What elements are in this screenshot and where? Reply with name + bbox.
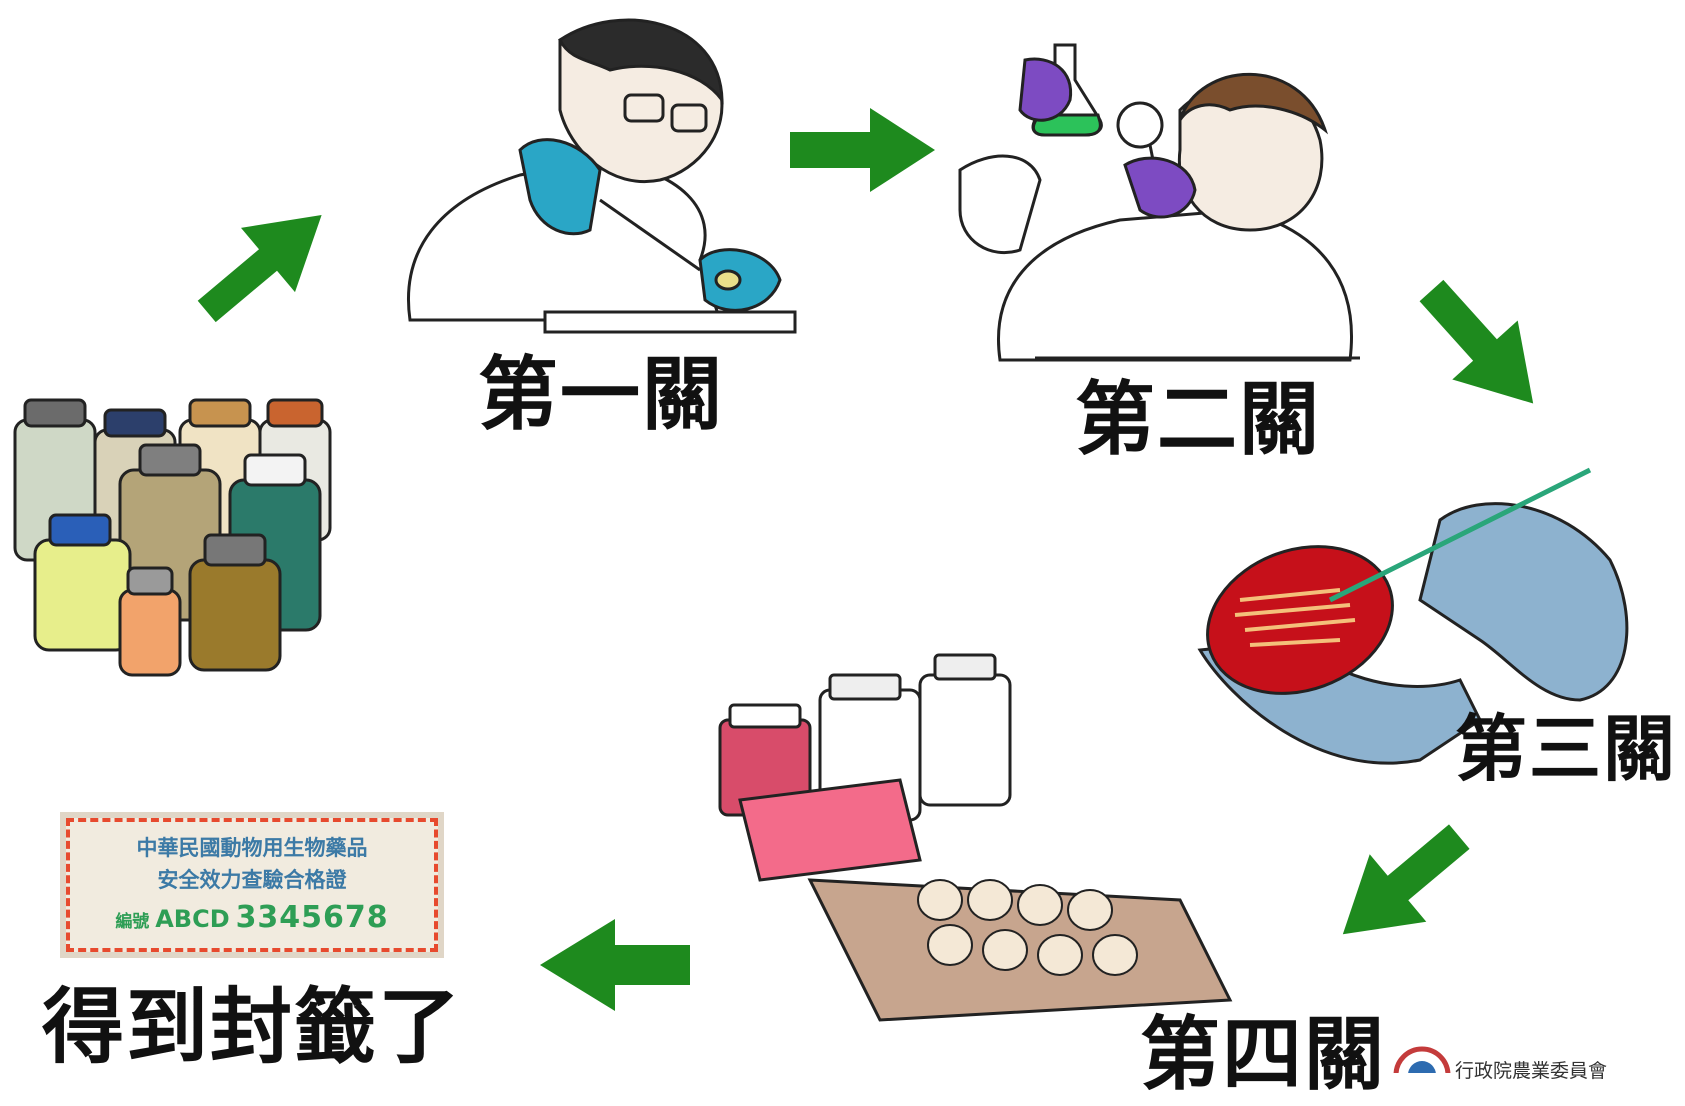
stage4-culture-illustration [718, 653, 1233, 1022]
certificate-seal: 中華民國動物用生物藥品 安全效力查驗合格證 編號 ABCD 3345678 [60, 812, 444, 958]
seal-title-line2: 安全效力查驗合格證 [157, 868, 347, 892]
inspection-flow-diagram [13, 18, 1629, 1073]
seal-serial-row: 編號 ABCD 3345678 [70, 900, 434, 935]
stage4-label: 第四關 [1140, 1008, 1386, 1101]
stage3-petri-dish-illustration [1197, 467, 1629, 765]
arrow-to-stage2 [790, 108, 935, 192]
stage2-label: 第二關 [1075, 373, 1321, 466]
arrow-to-stage3 [1419, 279, 1534, 404]
vaccine-bottles-illustration [13, 398, 332, 677]
seal-serial-number: 3345678 [235, 900, 389, 935]
stage1-label: 第一關 [478, 348, 724, 441]
arrow-to-stage1 [197, 215, 322, 323]
stage2-scientist-illustration [958, 43, 1360, 362]
final-label: 得到封籤了 [42, 980, 463, 1075]
agency-name: 行政院農業委員會 [1455, 1060, 1608, 1082]
arrow-to-final [540, 919, 690, 1011]
arrow-to-stage4 [1342, 824, 1470, 935]
seal-serial-prefix: 編號 [115, 912, 150, 932]
agency-logo [1393, 1046, 1451, 1073]
stage3-label: 第三關 [1455, 707, 1678, 791]
seal-serial-code: ABCD [155, 905, 230, 933]
seal-title-line1: 中華民國動物用生物藥品 [136, 836, 368, 860]
stage1-scientist-illustration [407, 18, 797, 334]
